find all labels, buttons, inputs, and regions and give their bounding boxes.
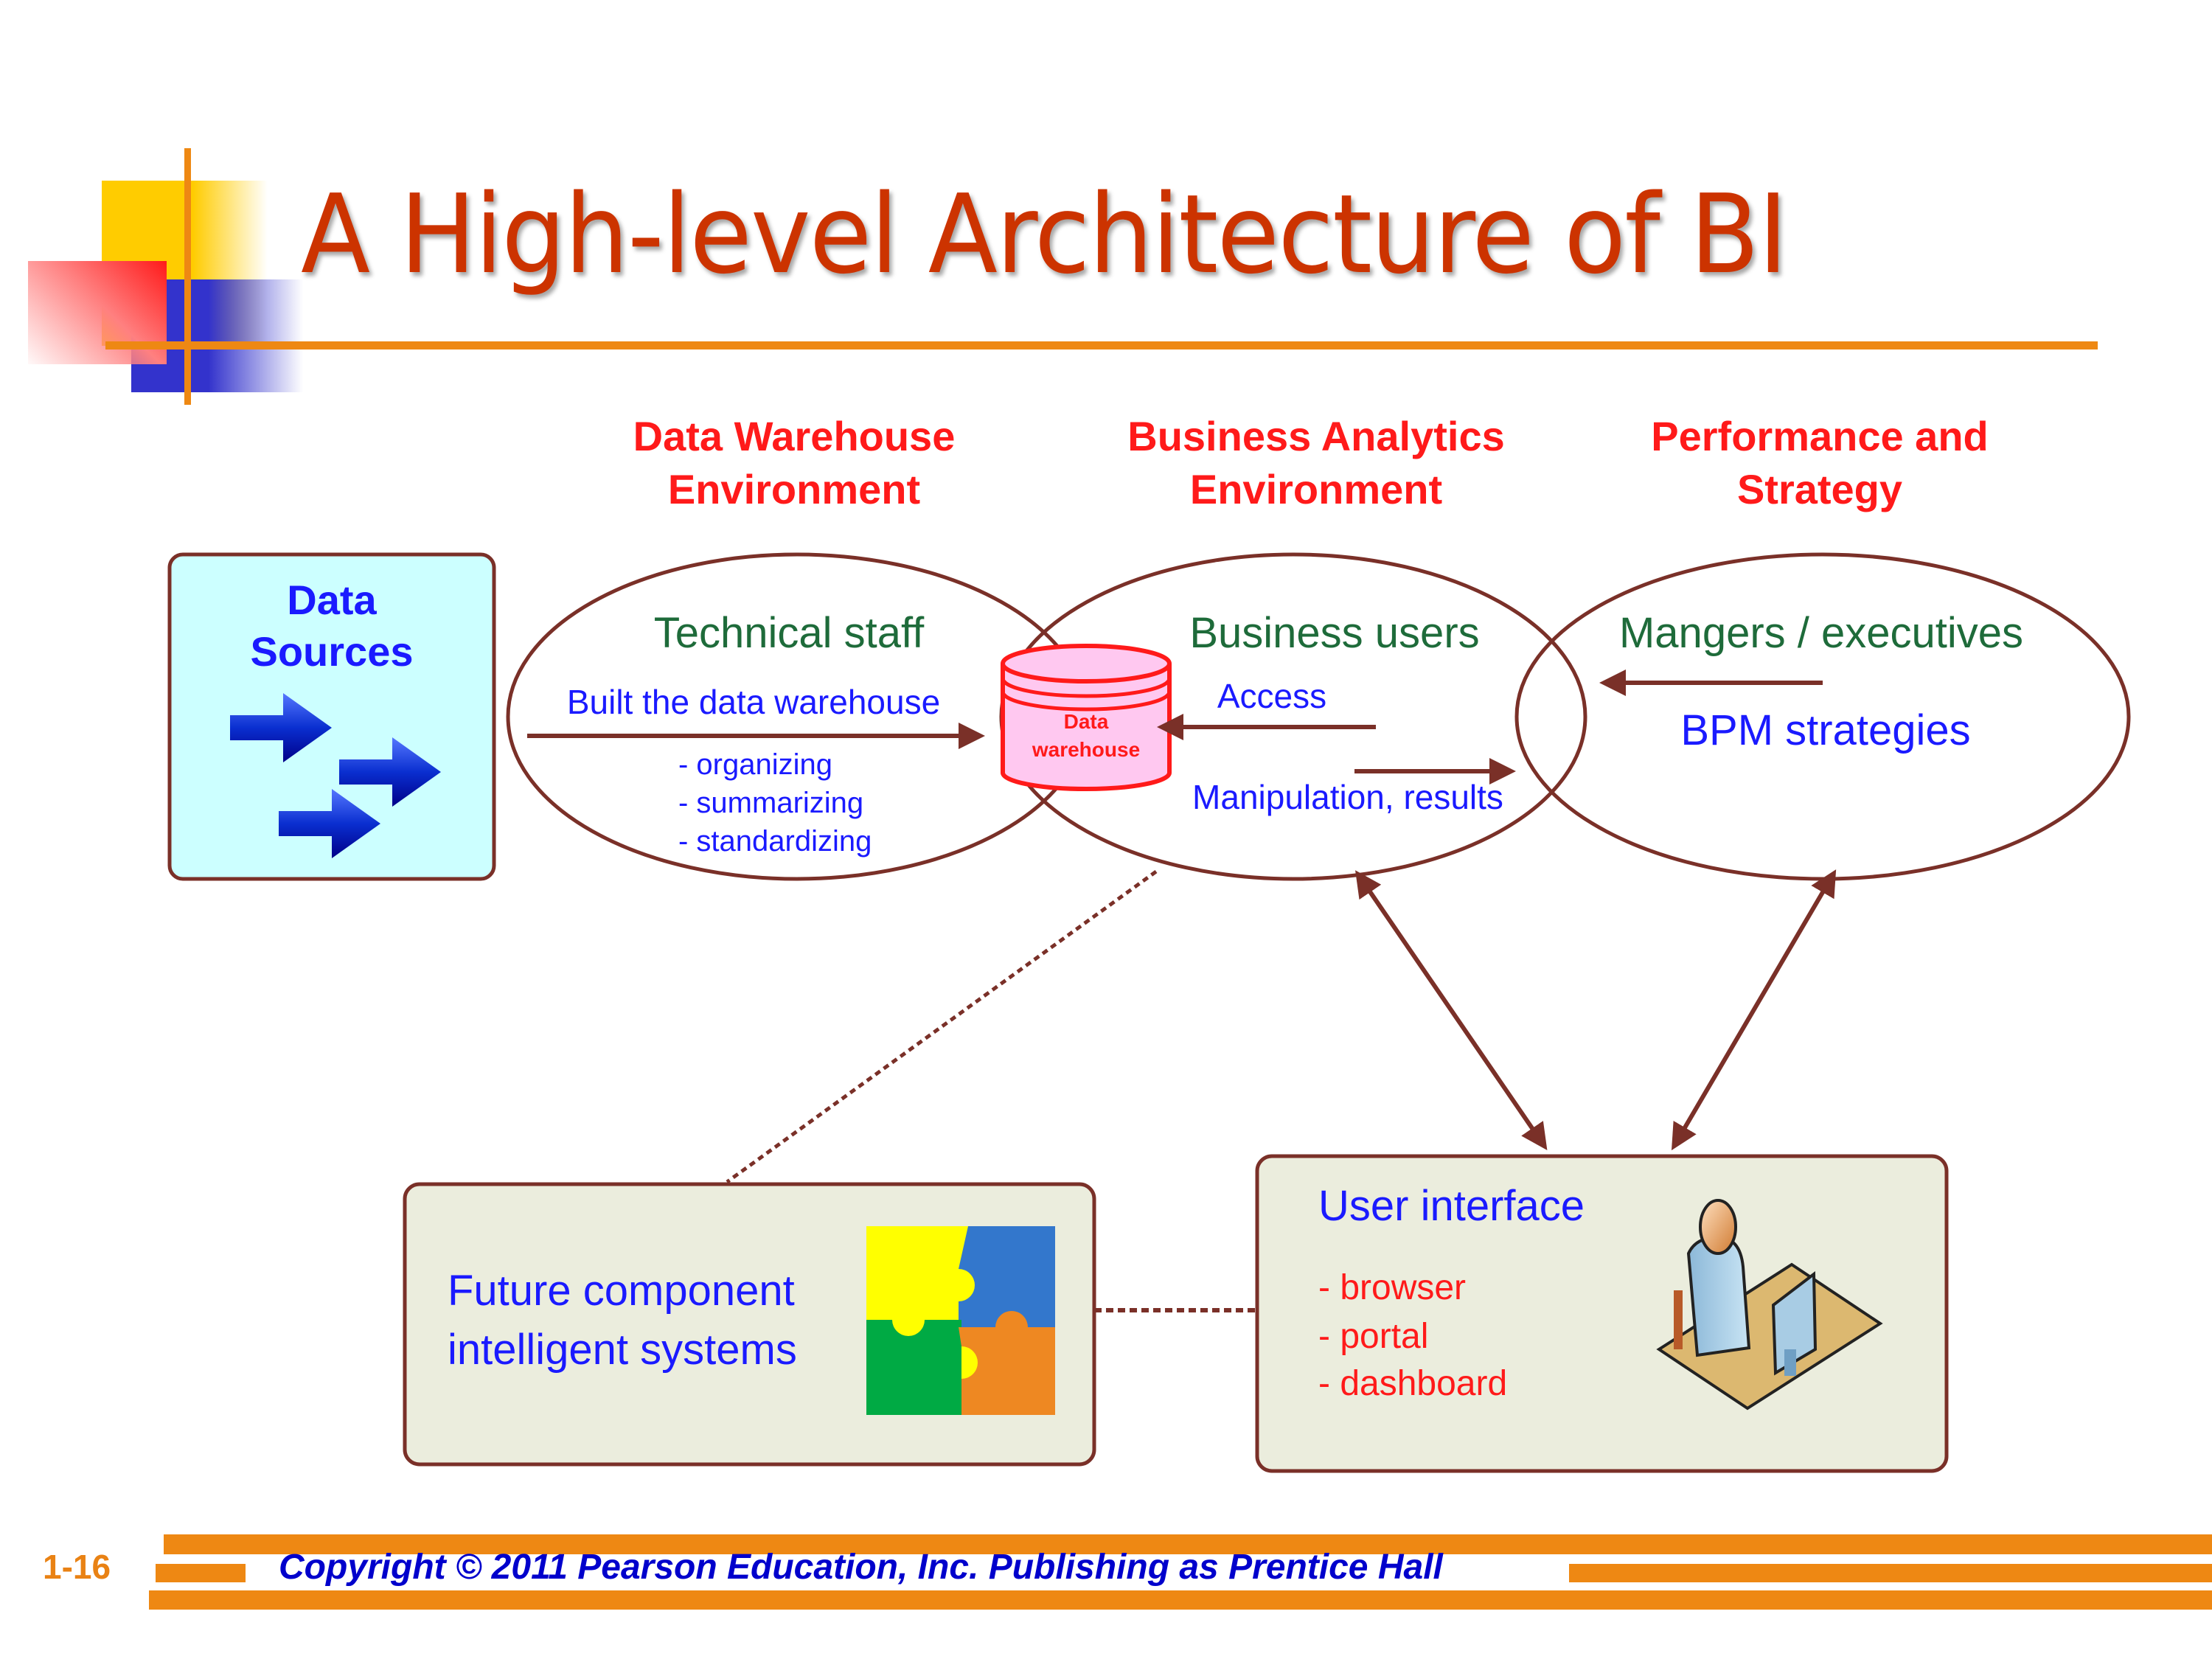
analytics-ui-connector [1355, 870, 1548, 1150]
header-line: Strategy [1736, 466, 1903, 512]
header-line: Environment [1189, 466, 1443, 512]
arrow-right-icon [279, 789, 380, 858]
ui-item: - portal [1318, 1317, 1428, 1356]
ui-item: - browser [1318, 1268, 1466, 1307]
arrow-right-icon [230, 693, 332, 762]
footer-bar-bottom [149, 1590, 2212, 1610]
header-line: Business Analytics [1127, 413, 1505, 459]
title-underline [105, 341, 2098, 349]
header-line: Performance and [1651, 413, 1989, 459]
step-item: - summarizing [678, 787, 863, 819]
manipulation-results-label: Manipulation, results [1192, 778, 1503, 816]
footer-right-segment [1569, 1564, 2212, 1582]
footer-bullet-square [156, 1564, 246, 1582]
header-business-analytics-env: Business Analytics Environment [1088, 410, 1545, 516]
puzzle-icon [866, 1226, 1055, 1415]
header-line: Data Warehouse [633, 413, 956, 459]
user-interface-title: User interface [1318, 1182, 1585, 1230]
footer-bar-top [164, 1534, 2212, 1554]
future-component-dashed-connector [726, 869, 1158, 1184]
page-number: 1-16 [43, 1548, 111, 1586]
ui-item: - dashboard [1318, 1364, 1507, 1403]
data-sources-label-line2: Sources [251, 628, 414, 675]
database-cylinder-icon: Data warehouse [1001, 644, 1172, 791]
step-item: - standardizing [678, 825, 872, 858]
user-at-computer-icon [1656, 1199, 1883, 1411]
future-component-line1: Future component [448, 1267, 795, 1315]
strategy-ui-connector [1671, 869, 1837, 1151]
access-label: Access [1217, 677, 1326, 715]
managers-executives-label: Mangers / executives [1619, 609, 2023, 657]
built-warehouse-label: Built the data warehouse [567, 683, 940, 721]
header-data-warehouse-env: Data Warehouse Environment [566, 410, 1023, 516]
header-performance-strategy: Performance and Strategy [1591, 410, 2048, 516]
data-warehouse-label-line1: Data [1064, 710, 1109, 733]
data-sources-box: Data Sources [167, 552, 496, 881]
bpm-strategies-label: BPM strategies [1680, 706, 1970, 754]
copyright-notice: Copyright © 2011 Pearson Education, Inc.… [279, 1548, 1443, 1587]
data-sources-label-line1: Data [287, 577, 377, 623]
future-component-line2: intelligent systems [448, 1326, 797, 1374]
business-users-label: Business users [1189, 609, 1479, 657]
future-component-box: Future component intelligent systems [403, 1182, 1096, 1467]
technical-staff-label: Technical staff [654, 609, 925, 657]
user-interface-box: User interface - browser - portal - dash… [1255, 1154, 1949, 1473]
slide-title: A High-level Architecture of BI [301, 171, 1788, 298]
step-item: - organizing [678, 748, 832, 781]
header-line: Environment [667, 466, 921, 512]
arrow-right-icon [339, 737, 441, 807]
logo-vertical-line [184, 148, 191, 405]
data-warehouse-label-line2: warehouse [1032, 738, 1140, 761]
